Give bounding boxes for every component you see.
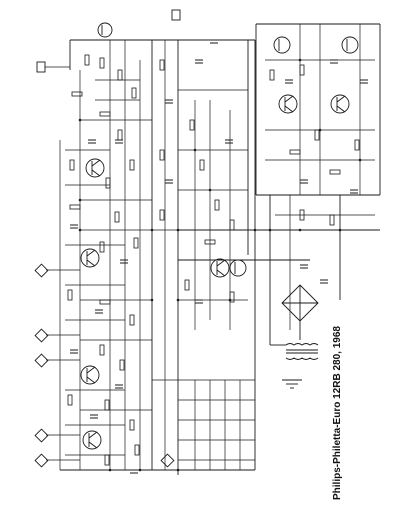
power-supply [270, 284, 319, 389]
input-stage-wiring [45, 40, 178, 470]
terminal-boxes [34, 9, 181, 468]
transformer [285, 343, 319, 360]
capacitors [70, 39, 368, 474]
transistor-q2 [80, 248, 100, 268]
terminal-box [34, 263, 49, 278]
transistor-q1 [85, 158, 105, 178]
terminal-box [36, 61, 46, 73]
mid-section-wiring [152, 40, 255, 470]
schematic-caption: Philips-Philetta-Euro 12RB 280, 1968 [332, 326, 343, 500]
transistor-q8 [273, 36, 291, 54]
transistor-q6 [210, 258, 230, 278]
transistors [80, 22, 359, 450]
junctions [78, 58, 362, 472]
terminal-box [34, 428, 49, 443]
amplifier-wiring [265, 24, 375, 330]
terminal-box [171, 9, 181, 21]
transistor-q5 [97, 22, 113, 38]
transistor-q11 [341, 36, 359, 54]
power-rails [60, 23, 381, 475]
terminal-box [160, 453, 175, 468]
transistor-q7 [229, 259, 247, 277]
transistor-q3 [80, 365, 100, 385]
transistor-q9 [278, 94, 298, 114]
terminal-box [34, 328, 49, 343]
terminal-box [34, 453, 49, 468]
transistor-q10 [330, 94, 350, 114]
transistor-q4 [82, 430, 102, 450]
terminal-box [34, 353, 49, 368]
